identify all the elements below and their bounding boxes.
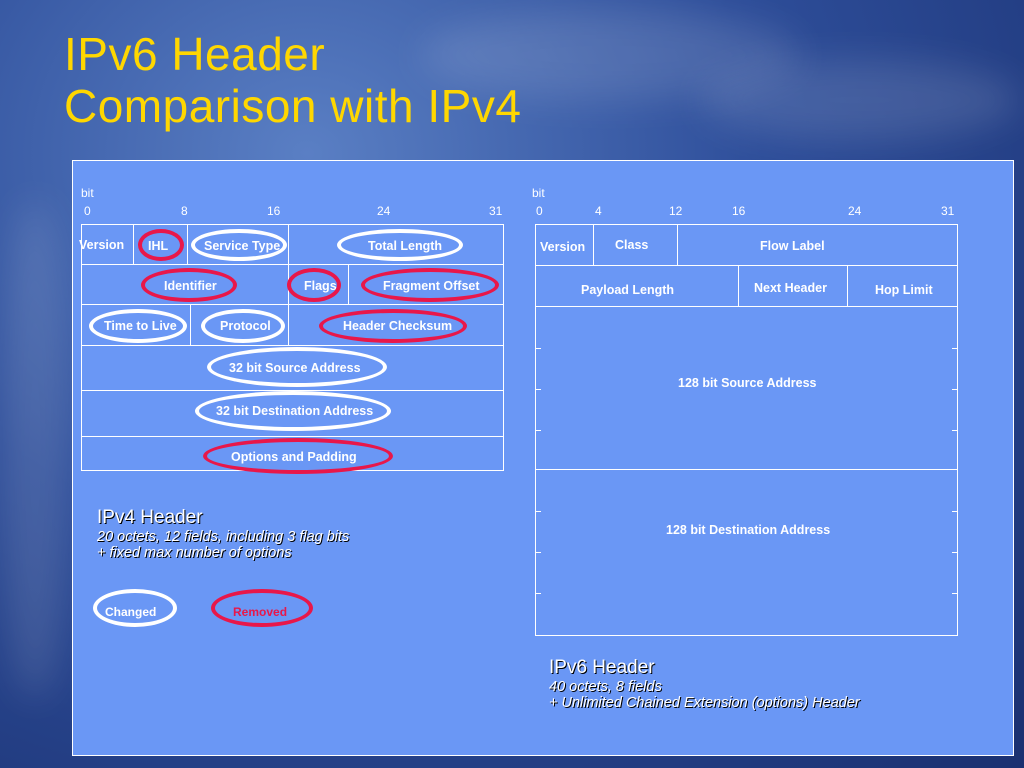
ipv6-bit-tick: 0 bbox=[536, 204, 543, 218]
background-cloud bbox=[700, 60, 1020, 140]
ipv6-bit-tick: 16 bbox=[732, 204, 746, 218]
address-word-tick bbox=[952, 511, 958, 512]
address-word-tick bbox=[535, 348, 541, 349]
legend-removed-label: Removed bbox=[233, 605, 288, 619]
ipv4-caption-line2: + fixed max number of options bbox=[97, 545, 292, 561]
removed-highlight-identifier bbox=[141, 268, 237, 302]
removed-highlight-fragment-offset bbox=[361, 268, 499, 302]
ipv6-bit-label: bit bbox=[532, 186, 545, 200]
ipv4-bit-tick: 0 bbox=[84, 204, 91, 218]
ipv6-hop-limit-label: Hop Limit bbox=[875, 283, 933, 297]
removed-highlight-ihl bbox=[138, 229, 184, 261]
ipv6-caption-heading: IPv6 Header bbox=[549, 657, 655, 678]
ipv6-caption-line2: + Unlimited Chained Extension (options) … bbox=[549, 695, 860, 711]
diagram-panel: bit 0 8 16 24 31 Version IHL Service Typ… bbox=[72, 160, 1014, 756]
address-word-tick bbox=[535, 430, 541, 431]
address-word-tick bbox=[952, 348, 958, 349]
ipv6-bit-tick: 12 bbox=[669, 204, 683, 218]
legend-removed-ellipse bbox=[211, 589, 313, 627]
title-line-2: Comparison with IPv4 bbox=[64, 80, 522, 132]
ipv6-next-header-label: Next Header bbox=[754, 281, 827, 295]
background-cloud bbox=[420, 10, 800, 100]
ipv6-bit-tick: 4 bbox=[595, 204, 602, 218]
address-word-tick bbox=[535, 389, 541, 390]
changed-highlight-total-length bbox=[337, 229, 463, 261]
ipv6-destination-label: 128 bit Destination Address bbox=[666, 523, 831, 537]
ipv6-version-label: Version bbox=[540, 240, 586, 254]
ipv6-destination-cell bbox=[535, 469, 958, 636]
changed-highlight-source bbox=[207, 347, 387, 387]
ipv4-caption: IPv4 Header 20 octets, 12 fields, includ… bbox=[97, 507, 349, 561]
ipv4-bit-tick: 24 bbox=[377, 204, 391, 218]
legend-changed-label: Changed bbox=[105, 605, 157, 619]
background-cloud bbox=[0, 200, 70, 700]
ipv6-bit-tick: 24 bbox=[848, 204, 862, 218]
address-word-tick bbox=[952, 593, 958, 594]
address-word-tick bbox=[952, 389, 958, 390]
slide-title: IPv6 Header Comparison with IPv4 bbox=[64, 28, 521, 132]
changed-highlight-destination bbox=[195, 391, 391, 431]
address-word-tick bbox=[535, 552, 541, 553]
address-word-tick bbox=[952, 430, 958, 431]
removed-highlight-options bbox=[203, 438, 393, 474]
ipv6-caption-line1: 40 octets, 8 fields bbox=[549, 679, 662, 695]
ipv4-caption-heading: IPv4 Header bbox=[97, 507, 203, 528]
ipv6-class-label: Class bbox=[615, 238, 649, 252]
ipv6-caption: IPv6 Header 40 octets, 8 fields + Unlimi… bbox=[549, 657, 860, 711]
ipv6-source-label: 128 bit Source Address bbox=[678, 376, 817, 390]
removed-highlight-flags bbox=[287, 268, 341, 302]
address-word-tick bbox=[535, 511, 541, 512]
ipv6-bit-tick: 31 bbox=[941, 204, 955, 218]
ipv4-bit-label: bit bbox=[81, 186, 94, 200]
ipv4-bit-tick: 16 bbox=[267, 204, 281, 218]
title-line-1: IPv6 Header bbox=[64, 28, 326, 80]
ipv4-caption-line1: 20 octets, 12 fields, including 3 flag b… bbox=[97, 529, 350, 545]
address-word-tick bbox=[535, 593, 541, 594]
ipv4-version-label: Version bbox=[79, 238, 125, 252]
ipv4-bit-tick: 8 bbox=[181, 204, 188, 218]
legend-changed-ellipse bbox=[93, 589, 177, 627]
changed-highlight-protocol bbox=[201, 309, 285, 343]
ipv4-bit-tick: 31 bbox=[489, 204, 503, 218]
ipv6-payload-length-label: Payload Length bbox=[581, 283, 675, 297]
changed-highlight-ttl bbox=[89, 309, 187, 343]
address-word-tick bbox=[952, 552, 958, 553]
removed-highlight-checksum bbox=[319, 309, 467, 343]
changed-highlight-service-type bbox=[191, 229, 287, 261]
ipv6-flow-label-label: Flow Label bbox=[760, 239, 825, 253]
